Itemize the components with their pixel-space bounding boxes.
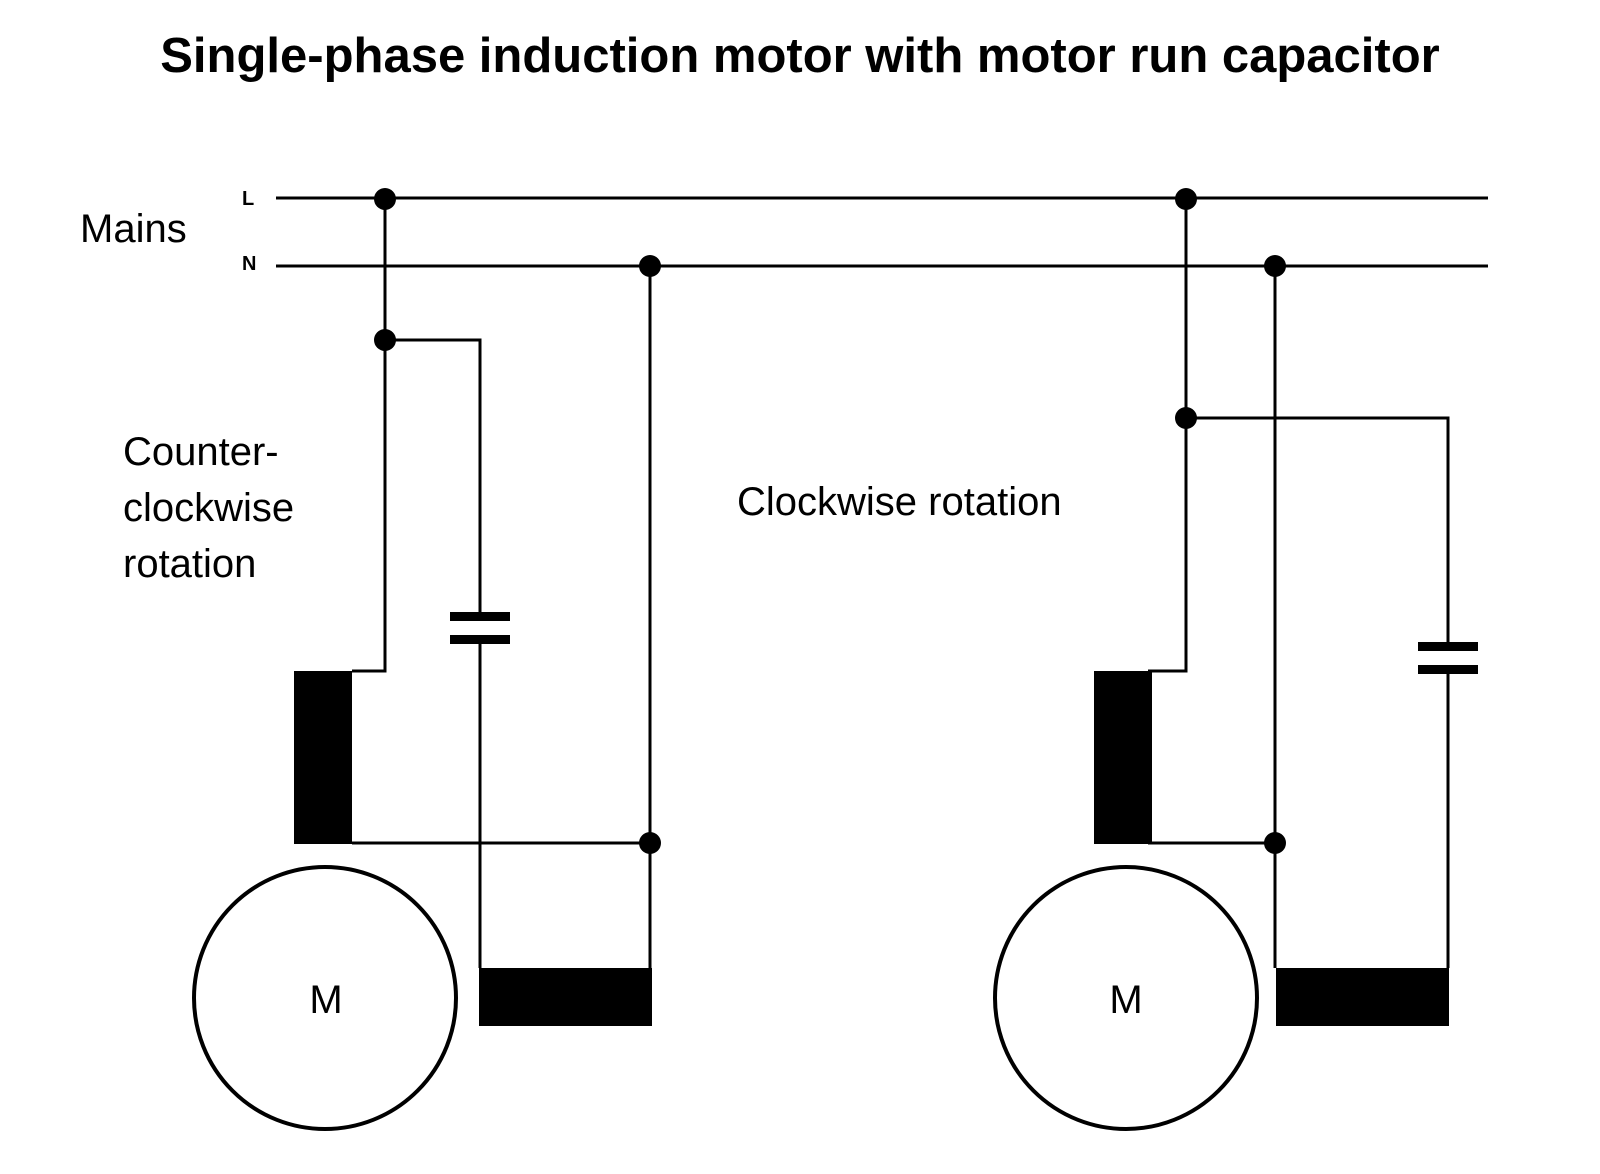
- left-motor-symbol: [192, 865, 458, 1131]
- left-line-drop-wire: [352, 198, 387, 673]
- right-auxiliary-winding: [1276, 968, 1449, 1026]
- left-neutral-junction: [639, 255, 661, 277]
- right-circuit: M Clockwise rotation: [737, 188, 1478, 1131]
- neutral-rail-label: N: [242, 253, 256, 275]
- left-capacitor-junction: [374, 329, 396, 351]
- left-winding-junction: [639, 832, 661, 854]
- right-main-winding: [1094, 671, 1152, 844]
- left-capacitor-plate-bottom: [450, 635, 510, 644]
- mains-label: Mains: [80, 207, 187, 251]
- left-capacitor-plate-top: [450, 612, 510, 621]
- left-circuit: M Counter- clockwise rotation: [123, 188, 661, 1131]
- left-main-winding: [294, 671, 352, 844]
- right-neutral-junction: [1264, 255, 1286, 277]
- left-rotation-label: Counter- clockwise rotation: [123, 430, 305, 586]
- left-line-junction: [374, 188, 396, 210]
- right-motor-label: M: [1109, 978, 1142, 1022]
- line-rail-label: L: [242, 188, 254, 210]
- right-capacitor-plate-top: [1418, 642, 1478, 651]
- right-capacitor-feed-wire: [1186, 416, 1450, 648]
- left-capacitor-feed-wire: [385, 338, 482, 618]
- right-rotation-label: Clockwise rotation: [737, 480, 1062, 524]
- right-capacitor-junction: [1175, 407, 1197, 429]
- right-winding-junction: [1264, 832, 1286, 854]
- right-line-junction: [1175, 188, 1197, 210]
- right-motor-symbol: [993, 865, 1259, 1131]
- right-line-drop-wire: [1148, 198, 1188, 673]
- right-capacitor-plate-bottom: [1418, 665, 1478, 674]
- left-auxiliary-winding: [479, 968, 652, 1026]
- left-motor-label: M: [309, 978, 342, 1022]
- diagram-title: Single-phase induction motor with motor …: [160, 29, 1440, 83]
